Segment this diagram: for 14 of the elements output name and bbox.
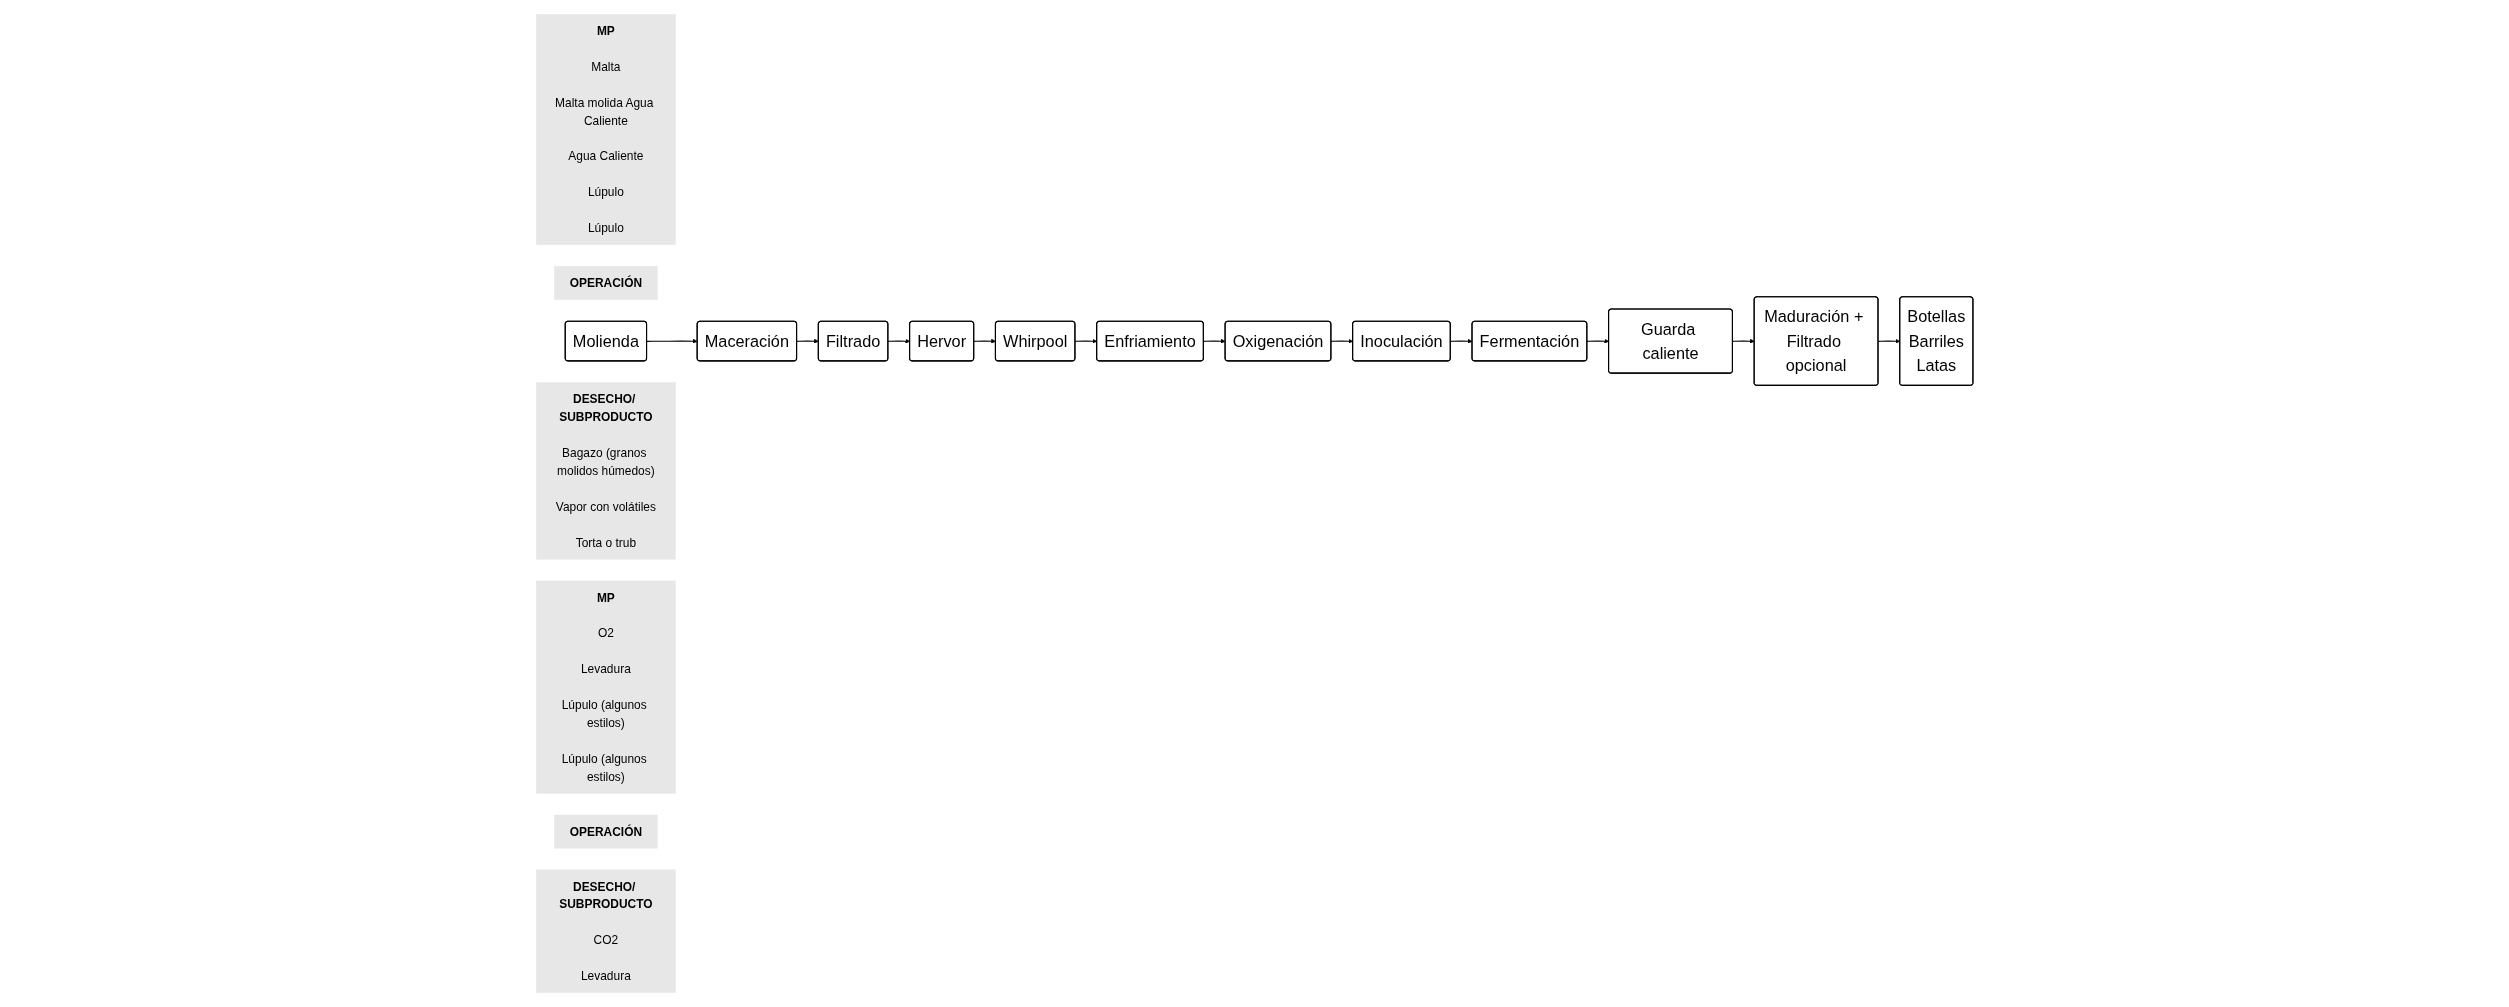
arrow [646, 338, 698, 344]
arrow [1732, 338, 1755, 344]
arrow [796, 338, 819, 344]
arrow [1330, 338, 1353, 344]
node-box: DESECHO/ SUBPRODUCTO CO2 Levadura [535, 869, 676, 993]
arrow [887, 338, 910, 344]
node-box: MP Malta Malta molida Agua Caliente Agua Caliente Lúpulo Lúpulo [535, 14, 676, 245]
node-box: OPERACIÓN [554, 266, 658, 300]
node-box: OPERACIÓN [554, 814, 658, 849]
node-box: MP O2 Levadura Lúpulo (algunos estilos) Lúpulo (algunos estilos) [535, 580, 676, 794]
arrow [1586, 338, 1609, 344]
arrow [1074, 338, 1097, 344]
node-box: DESECHO/ SUBPRODUCTO Bagazo (granos molidos húmedos) Vapor con volátiles Torta o trub [535, 382, 676, 560]
arrow [973, 338, 996, 344]
